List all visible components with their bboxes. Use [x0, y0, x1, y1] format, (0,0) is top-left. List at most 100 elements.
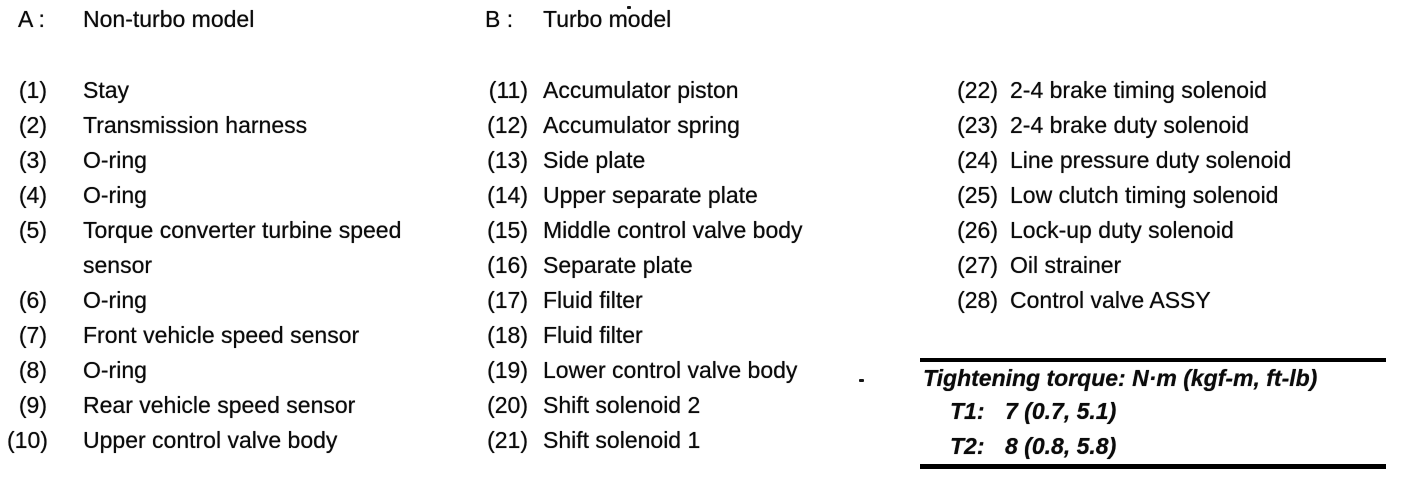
part-label: Middle control valve body: [543, 217, 803, 243]
part-number: (26): [957, 217, 998, 243]
part-label: Oil strainer: [1010, 252, 1122, 278]
part-number: (25): [957, 182, 998, 208]
part-number: (12): [487, 112, 528, 138]
list-item: (27) Oil strainer: [943, 248, 1291, 283]
part-number: (6): [18, 287, 47, 313]
part-number: (16): [487, 252, 528, 278]
parts-column-2: (11) Accumulator piston (12) Accumulator s…: [475, 73, 803, 458]
list-item: (14) Upper separate plate: [475, 178, 803, 213]
part-number: (2): [18, 112, 47, 138]
part-number: (10): [7, 427, 48, 453]
part-label: Transmission harness: [83, 112, 308, 138]
part-label: Lower control valve body: [543, 357, 798, 383]
part-number: (28): [957, 287, 998, 313]
list-item: (18) Fluid filter: [475, 318, 803, 353]
model-b-label: Turbo model: [543, 6, 672, 32]
part-number: (7): [18, 322, 47, 348]
part-number: (8): [18, 357, 47, 383]
part-number: (13): [487, 147, 528, 173]
list-item: (17)Fluid filter: [475, 283, 803, 318]
torque-key: T1:: [950, 398, 985, 424]
parts-column-3: (22) 2-4 brake timing solenoid (23) 2-4 br…: [943, 73, 1291, 318]
part-label: O-ring: [83, 147, 147, 173]
list-item: (20) Shift solenoid 2: [475, 388, 803, 423]
part-label: Line pressure duty solenoid: [1010, 147, 1292, 173]
part-number: (15): [487, 217, 528, 243]
list-item: (25) Low clutch timing solenoid: [943, 178, 1291, 213]
torque-row-t1: T1: 7 (0.7, 5.1): [920, 394, 1386, 429]
part-label: Front vehicle speed sensor: [83, 322, 360, 348]
part-label: Upper control valve body: [83, 427, 338, 453]
part-number: (22): [957, 77, 998, 103]
torque-value: 8 (0.8, 5.8): [1005, 433, 1117, 459]
list-item: (23) 2-4 brake duty solenoid: [943, 108, 1291, 143]
list-item: (19) Lower control valve body: [475, 353, 803, 388]
list-item: (1) Stay: [7, 73, 443, 108]
part-label: 2-4 brake duty solenoid: [1010, 112, 1250, 138]
part-label: Accumulator piston: [543, 77, 739, 103]
part-label: Lock-up duty solenoid: [1010, 217, 1234, 243]
part-label: Stay: [83, 77, 130, 103]
list-item: (10) Upper control valve body: [7, 423, 443, 458]
list-item: (4) O-ring: [7, 178, 443, 213]
torque-key: T2:: [950, 433, 985, 459]
list-item: (6) O-ring: [7, 283, 443, 318]
tightening-torque-table: Tightening torque: N·m (kgf-m, ft-lb) T1…: [920, 358, 1386, 469]
part-label: Rear vehicle speed sensor: [83, 392, 356, 418]
model-b-key: B :: [485, 6, 514, 32]
part-number: (23): [957, 112, 998, 138]
list-item: (16) Separate plate: [475, 248, 803, 283]
part-number: (17): [487, 287, 528, 313]
part-number: (20): [487, 392, 528, 418]
part-label: Side plate: [543, 147, 646, 173]
part-number: (5): [18, 217, 47, 243]
model-a-label: Non-turbo model: [83, 6, 255, 32]
part-number: (19): [487, 357, 528, 383]
list-item: (15) Middle control valve body: [475, 213, 803, 248]
part-number: (21): [487, 427, 528, 453]
list-item: (9) Rear vehicle speed sensor: [7, 388, 443, 423]
list-item: (22) 2-4 brake timing solenoid: [943, 73, 1291, 108]
list-item: (21) Shift solenoid 1: [475, 423, 803, 458]
list-item: (28)Control valve ASSY: [943, 283, 1291, 318]
part-label: Fluid filter: [543, 322, 643, 348]
list-item: (8) O-ring: [7, 353, 443, 388]
part-number: (14): [487, 182, 528, 208]
list-item: (7) Front vehicle speed sensor: [7, 318, 443, 353]
part-label: O-ring: [83, 357, 147, 383]
part-number: (4): [18, 182, 47, 208]
list-item: (11) Accumulator piston: [475, 73, 803, 108]
list-item: (5) Torque converter turbine speed sensor: [7, 213, 443, 283]
part-label: Separate plate: [543, 252, 693, 278]
torque-value: 7 (0.7, 5.1): [1005, 398, 1117, 424]
part-label: O-ring: [83, 182, 147, 208]
part-number: (1): [18, 77, 47, 103]
part-number: (18): [487, 322, 528, 348]
part-label: Shift solenoid 2: [543, 392, 701, 418]
list-item: (12) Accumulator spring: [475, 108, 803, 143]
part-label: Low clutch timing solenoid: [1010, 182, 1279, 208]
list-item: (24) Line pressure duty solenoid: [943, 143, 1291, 178]
torque-row-t2: T2: 8 (0.8, 5.8): [920, 429, 1386, 464]
part-label: Upper separate plate: [543, 182, 758, 208]
scan-artifact-dot: [627, 6, 631, 9]
list-item: (26) Lock-up duty solenoid: [943, 213, 1291, 248]
part-label: O-ring: [83, 287, 147, 313]
list-item: (13) Side plate: [475, 143, 803, 178]
part-number: (3): [18, 147, 47, 173]
part-label: 2-4 brake timing solenoid: [1010, 77, 1267, 103]
part-number: (9): [18, 392, 47, 418]
parts-column-1: (1) Stay (2) Transmission harness (3) O-rin…: [7, 73, 443, 458]
model-a-key: A :: [18, 6, 45, 32]
scan-artifact-dot: [859, 379, 864, 382]
part-label: Torque converter turbine speed sensor: [83, 217, 402, 278]
part-number: (27): [957, 252, 998, 278]
part-label: Accumulator spring: [543, 112, 740, 138]
part-number: (24): [957, 147, 998, 173]
part-number: (11): [488, 77, 528, 103]
part-label: Shift solenoid 1: [543, 427, 701, 453]
list-item: (3) O-ring: [7, 143, 443, 178]
torque-table-title: Tightening torque: N·m (kgf-m, ft-lb): [923, 365, 1318, 391]
list-item: (2) Transmission harness: [7, 108, 443, 143]
